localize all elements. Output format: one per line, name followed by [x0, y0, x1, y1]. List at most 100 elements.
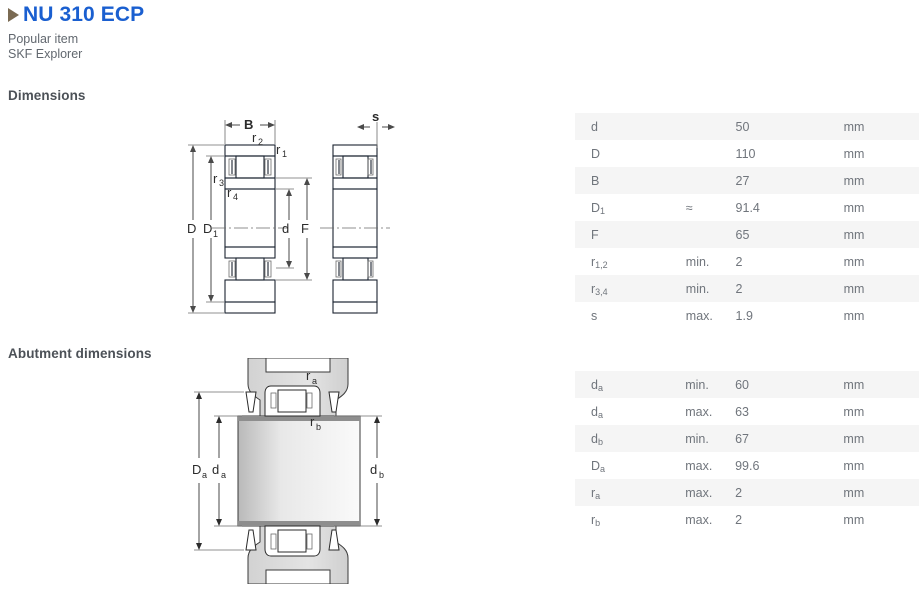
- cell-symbol: B: [591, 173, 600, 188]
- cell-value: 2: [735, 512, 743, 527]
- cell-qualifier: ≈: [685, 200, 693, 215]
- cell-symbol-subscript: a: [595, 490, 601, 501]
- dimension-rb: r b: [310, 414, 321, 432]
- abutment-bearing-top: [264, 385, 321, 417]
- cell-value: 50: [735, 119, 750, 134]
- cell-qualifier: [686, 140, 736, 167]
- bearing-side-view: [332, 144, 378, 314]
- svg-text:D: D: [203, 221, 212, 236]
- cell-unit: mm: [843, 308, 865, 323]
- cell-qualifier: min.: [685, 377, 709, 392]
- cell-symbol-subscript: 1: [600, 205, 606, 216]
- svg-text:D: D: [192, 462, 201, 477]
- dimension-B: B: [224, 117, 276, 144]
- cell-unit: mm: [843, 281, 865, 296]
- cell-value: 27: [735, 173, 750, 188]
- dimension-r4: r 4: [227, 185, 238, 202]
- cell-value: 60: [735, 377, 749, 392]
- dimension-r3: r 3: [213, 171, 224, 188]
- cell-symbol-subscript: 3,4: [595, 286, 608, 297]
- svg-text:r: r: [310, 414, 315, 429]
- cell-value: 2: [735, 281, 743, 296]
- bearing-roller-top: [228, 155, 272, 179]
- cell-symbol: ra: [591, 485, 601, 501]
- bearing-outer-ring-bottom: [224, 279, 276, 314]
- cell-symbol: db: [591, 431, 603, 447]
- cell-unit: mm: [843, 458, 865, 473]
- subtitle-line-popular: Popular item: [8, 32, 79, 46]
- svg-text:d: d: [282, 221, 289, 236]
- cell-symbol: Da: [591, 458, 606, 474]
- svg-text:3: 3: [219, 178, 224, 188]
- cell-qualifier: min.: [685, 431, 709, 446]
- cell-qualifier: [686, 221, 736, 248]
- triangle-right-icon: [8, 7, 19, 22]
- svg-text:d: d: [212, 462, 219, 477]
- svg-text:a: a: [221, 470, 226, 480]
- cell-symbol: F: [591, 227, 599, 242]
- table-row: F 65 mm: [575, 221, 919, 248]
- cell-qualifier: max.: [685, 485, 713, 500]
- bearing-cross-section-drawing: B r 2 r 1 r 3 r 4 D D 1 d: [170, 108, 415, 333]
- cell-unit: mm: [843, 485, 865, 500]
- dimension-da: d a: [212, 415, 242, 527]
- dimension-Da: D a: [192, 391, 244, 551]
- svg-text:r: r: [306, 368, 311, 383]
- cell-value: 2: [735, 254, 743, 269]
- cell-value: 110: [735, 146, 756, 161]
- svg-text:1: 1: [213, 229, 218, 239]
- cell-symbol-subscript: a: [600, 463, 606, 474]
- svg-text:s: s: [372, 109, 379, 124]
- subtitle-line-explorer: SKF Explorer: [8, 47, 83, 61]
- svg-text:a: a: [202, 470, 207, 480]
- svg-text:d: d: [370, 462, 377, 477]
- dimension-r2: r 2: [252, 130, 263, 147]
- cell-value: 2: [735, 485, 743, 500]
- table-row: B 27 mm: [575, 167, 919, 194]
- bearing-inner-ring-bottom: [224, 246, 276, 259]
- cell-unit: mm: [843, 146, 865, 161]
- cell-symbol-subscript: b: [597, 436, 603, 447]
- dimension-D1: D 1: [203, 155, 224, 303]
- cell-unit: mm: [843, 227, 865, 242]
- svg-text:a: a: [312, 376, 317, 386]
- dimension-r1: r 1: [276, 142, 287, 159]
- svg-text:B: B: [244, 117, 253, 132]
- table-row: ra max. 2 mm: [575, 479, 919, 506]
- cell-value: 99.6: [735, 458, 760, 473]
- abutment-bearing-bottom: [264, 525, 321, 557]
- bearing-roller-bottom: [228, 257, 272, 281]
- cell-unit: mm: [843, 200, 865, 215]
- abutment-fillets-top: [245, 391, 340, 413]
- cell-symbol-subscript: 1,2: [595, 259, 608, 270]
- cell-unit: mm: [843, 173, 865, 188]
- cell-symbol-subscript: a: [597, 409, 603, 420]
- dimension-s: s: [357, 109, 395, 148]
- cell-value: 1.9: [735, 308, 753, 323]
- bearing-inner-ring-top: [224, 177, 276, 190]
- cell-symbol-subscript: b: [595, 517, 601, 528]
- cell-qualifier: max.: [685, 404, 713, 419]
- shaft-body: [237, 415, 361, 527]
- svg-text:r: r: [213, 171, 218, 186]
- product-header: NU 310 ECP Popular item SKF Explorer: [8, 4, 144, 62]
- section-heading-dimensions: Dimensions: [8, 88, 86, 103]
- cell-qualifier: [686, 113, 736, 140]
- dimension-F: F: [276, 177, 312, 281]
- dimension-ra: r a: [306, 368, 317, 386]
- cell-value: 65: [735, 227, 750, 242]
- cell-qualifier: [686, 167, 736, 194]
- cell-unit: mm: [843, 377, 865, 392]
- dimension-db: d b: [334, 415, 384, 527]
- cell-qualifier: max.: [685, 512, 713, 527]
